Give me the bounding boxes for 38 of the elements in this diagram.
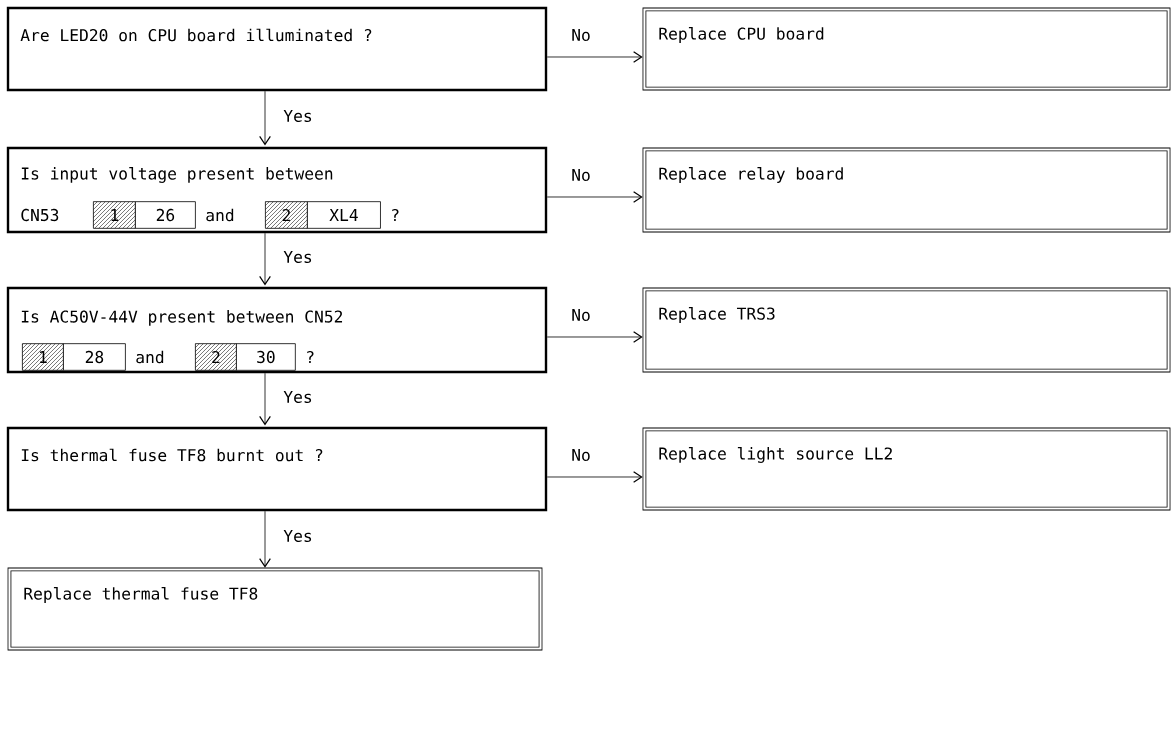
pin-value-cell: 30: [236, 343, 296, 371]
arrow: [259, 510, 271, 568]
arrow: [259, 372, 271, 426]
arrow: [546, 51, 643, 63]
edge-label: Yes: [283, 390, 312, 404]
edge-label: No: [572, 308, 590, 322]
action-text: Replace light source LL2: [659, 447, 892, 463]
arrow: [546, 331, 643, 343]
edge-label: No: [572, 28, 590, 42]
question-text: Are LED20 on CPU board illuminated ?: [20, 28, 372, 42]
action-text: Replace thermal fuse TF8: [24, 587, 258, 603]
edge-label: No: [572, 168, 590, 182]
edge-label: Yes: [283, 250, 312, 264]
edge-label: No: [572, 448, 590, 462]
connector-text: ?: [392, 208, 399, 222]
pin-number-cell: 1: [22, 343, 64, 371]
question-text: Is thermal fuse TF8 burnt out ?: [21, 448, 323, 462]
pin-number-cell: 2: [265, 201, 308, 229]
arrow: [259, 90, 271, 146]
action-text: Replace TRS3: [659, 307, 775, 323]
arrow: [546, 191, 643, 203]
connector-text: and: [136, 350, 164, 364]
pin-value-cell: 28: [63, 343, 126, 371]
action-text: Replace CPU board: [659, 27, 824, 43]
arrow: [259, 232, 271, 286]
pin-number-cell: 1: [93, 201, 136, 229]
connector-text: CN53: [21, 208, 59, 222]
connector-text: ?: [307, 350, 314, 364]
pin-value-cell: 26: [135, 201, 196, 229]
question-text: Is AC50V-44V present between CN52: [21, 310, 343, 326]
question-text: Is input voltage present between: [21, 167, 333, 183]
connector-text: and: [206, 208, 234, 222]
edge-label: Yes: [283, 529, 312, 543]
pin-value-cell: XL4: [307, 201, 381, 229]
action-text: Replace relay board: [659, 167, 843, 183]
edge-label: Yes: [283, 109, 312, 123]
pin-number-cell: 2: [195, 343, 237, 371]
arrow: [546, 471, 643, 483]
